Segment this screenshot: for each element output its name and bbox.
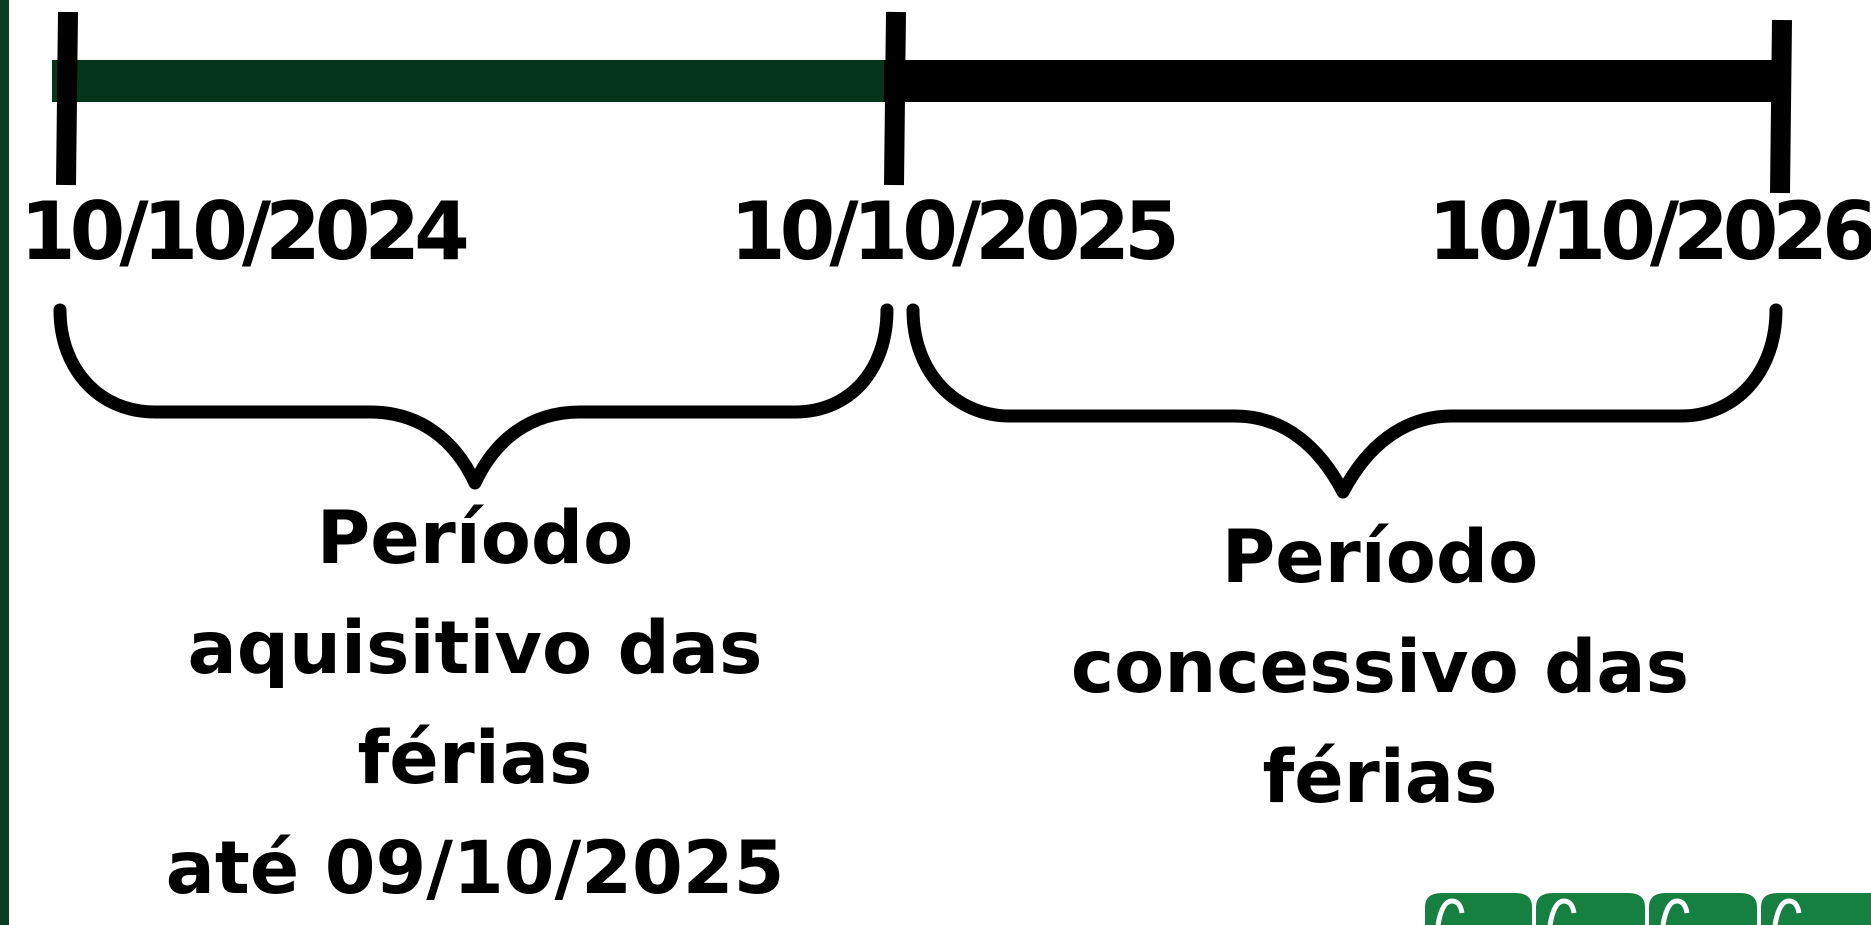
timeline-bar-concessivo [884,60,1780,102]
date-label-end: 10/10/2026 [1428,185,1871,278]
caption-line: aquisitivo das [187,606,763,691]
tick-mark-start [56,11,78,186]
caption-periodo-concessivo: Período concessivo das férias [1030,503,1730,833]
caption-line: férias [357,716,593,801]
caption-line: Período [316,496,634,581]
date-label-start: 10/10/2024 [20,185,470,278]
company-logo-icon [1420,893,1871,925]
caption-line: concessivo das [1070,625,1690,710]
tick-mark-middle [884,11,906,186]
tick-mark-end [1770,19,1792,194]
caption-line: Período [1221,515,1539,600]
caption-line: férias [1262,735,1498,820]
brace-concessivo [906,303,1783,499]
date-label-middle: 10/10/2025 [730,185,1180,278]
caption-periodo-aquisitivo: Período aquisitivo das férias até 09/10/… [155,484,795,924]
left-accent-stripe [0,0,9,925]
timeline-bar-aquisitivo [52,60,884,102]
caption-line: até 09/10/2025 [165,826,785,911]
brace-aquisitivo [53,303,894,490]
